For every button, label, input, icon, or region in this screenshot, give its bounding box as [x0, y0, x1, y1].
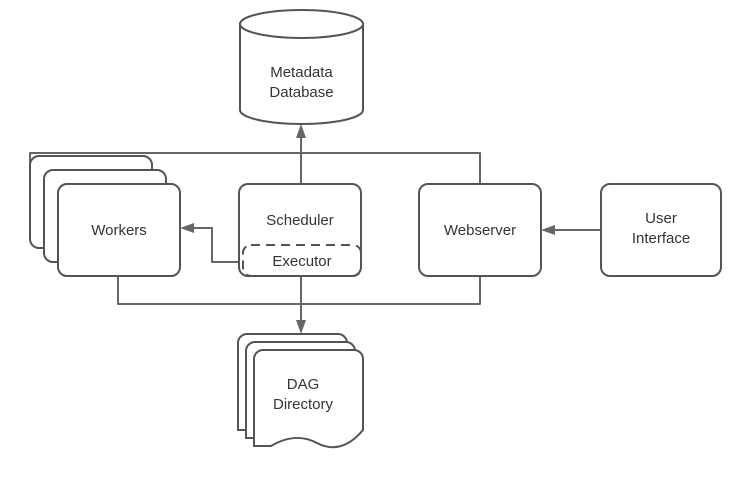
node-executor[interactable]: Executor: [242, 244, 362, 277]
dag-directory-label-line2: Directory: [273, 396, 334, 413]
node-webserver[interactable]: Webserver: [418, 183, 542, 277]
workers-stack-front: [57, 183, 181, 277]
user-interface-box: [600, 183, 722, 277]
webserver-label: Webserver: [444, 222, 516, 239]
executor-box: [242, 244, 362, 277]
metadata-database-label-line2: Database: [269, 84, 333, 101]
node-workers[interactable]: Workers: [29, 155, 181, 277]
user-interface-label-line2: Interface: [632, 230, 690, 247]
dag-directory-label-line1: DAG: [287, 376, 320, 393]
edge-user-interface-to-webserver: [541, 225, 601, 235]
metadata-database-label-line1: Metadata: [270, 64, 333, 81]
edge-workers-webserver-bottom-link: [117, 276, 481, 305]
webserver-box: [418, 183, 542, 277]
scheduler-box: [238, 183, 362, 277]
executor-label: Executor: [272, 253, 331, 270]
edge-scheduler-to-metadata-database: [296, 124, 306, 184]
edge-executor-to-dag-directory: [296, 276, 306, 334]
user-interface-label-line1: User: [645, 210, 677, 227]
node-user-interface[interactable]: User Interface: [600, 183, 722, 277]
workers-label: Workers: [91, 222, 147, 239]
dag-directory-sheet-front: [253, 349, 364, 449]
node-metadata-database[interactable]: Metadata Database: [239, 9, 364, 125]
scheduler-label: Scheduler: [266, 212, 334, 229]
node-dag-directory[interactable]: DAG Directory: [237, 333, 364, 449]
node-scheduler[interactable]: Scheduler: [238, 183, 362, 277]
edge-executor-to-workers: [180, 223, 243, 263]
